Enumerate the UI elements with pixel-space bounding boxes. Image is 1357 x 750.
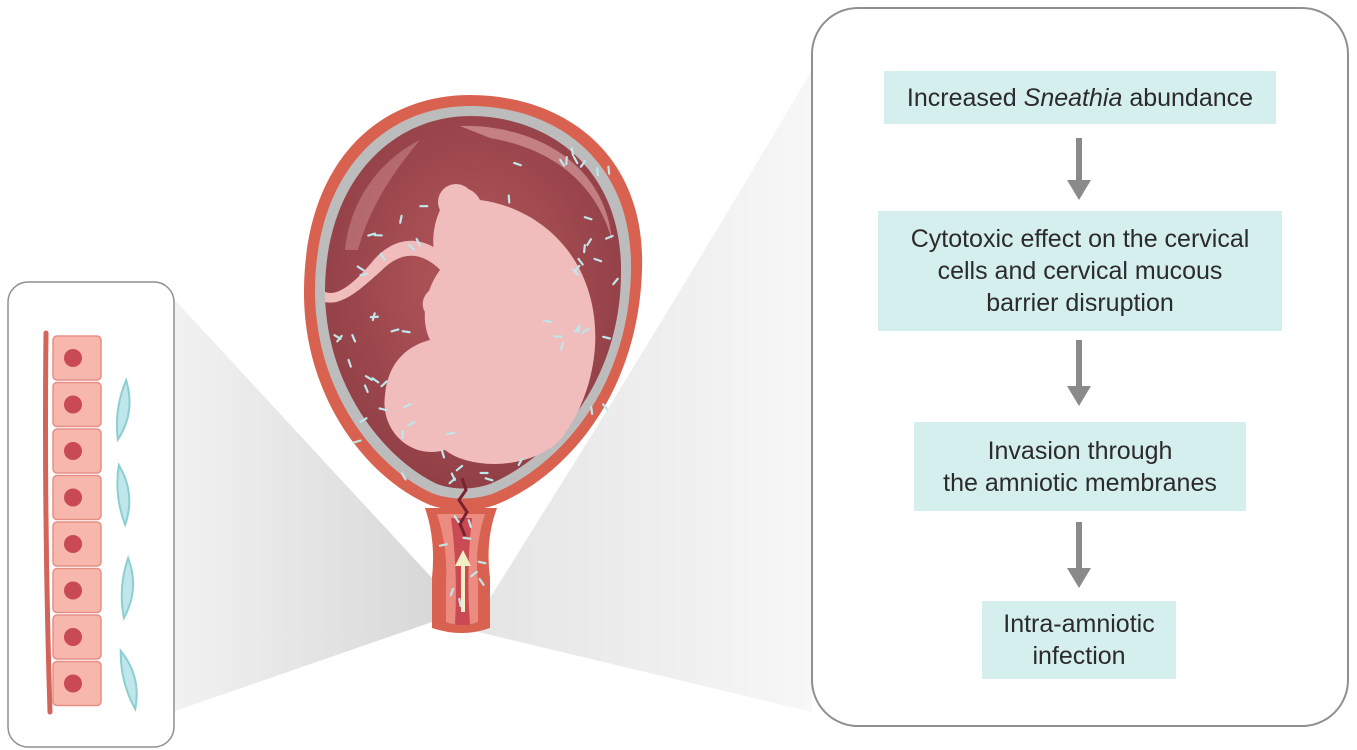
step3-line1: Invasion through <box>988 435 1173 467</box>
cervical-cell-icon <box>53 615 101 659</box>
step-membrane-invasion: Invasion through the amniotic membranes <box>914 422 1246 511</box>
bacteria-icon <box>361 274 368 275</box>
bacteria-icon <box>400 216 401 223</box>
step2-line1: Cytotoxic effect on the cervical <box>911 223 1250 255</box>
bacteria-icon <box>459 599 460 606</box>
step1-prefix: Increased <box>907 84 1024 112</box>
bacteria-icon <box>608 167 609 174</box>
cervical-cell-icon <box>53 522 101 566</box>
bacteria-icon <box>440 544 447 545</box>
cervical-cell-icon <box>53 336 101 380</box>
cervical-cell-icon <box>53 662 101 706</box>
cervical-cell-icon <box>53 383 101 427</box>
bacteria-icon <box>591 407 592 414</box>
step3-line2: the amniotic membranes <box>943 467 1217 499</box>
step1-organism: Sneathia <box>1024 84 1123 112</box>
bacteria-icon <box>597 168 598 175</box>
step1-suffix: abundance <box>1122 84 1253 112</box>
bacteria-icon <box>463 538 470 539</box>
bacteria-icon <box>402 431 403 438</box>
cervical-cell-icon <box>53 429 101 473</box>
step-intra-amniotic-infection: Intra-amniotic infection <box>982 601 1176 679</box>
bacteria-icon <box>447 433 454 434</box>
step-cytotoxic-effect: Cytotoxic effect on the cervical cells a… <box>878 211 1282 331</box>
cervical-cell-icon <box>53 476 101 520</box>
bacteria-icon <box>509 196 510 203</box>
bacteria-icon <box>403 331 410 332</box>
step-sneathia-abundance: Increased Sneathia abundance <box>884 71 1276 124</box>
bacteria-icon <box>584 245 585 252</box>
bacteria-icon <box>479 562 486 564</box>
step2-line3: barrier disruption <box>986 287 1174 319</box>
step2-line2: cells and cervical mucous <box>938 255 1223 287</box>
bacteria-icon <box>572 148 573 155</box>
step4-line2: infection <box>1032 640 1125 672</box>
step4-line1: Intra-amniotic <box>1003 608 1154 640</box>
cervical-cell-icon <box>53 569 101 613</box>
